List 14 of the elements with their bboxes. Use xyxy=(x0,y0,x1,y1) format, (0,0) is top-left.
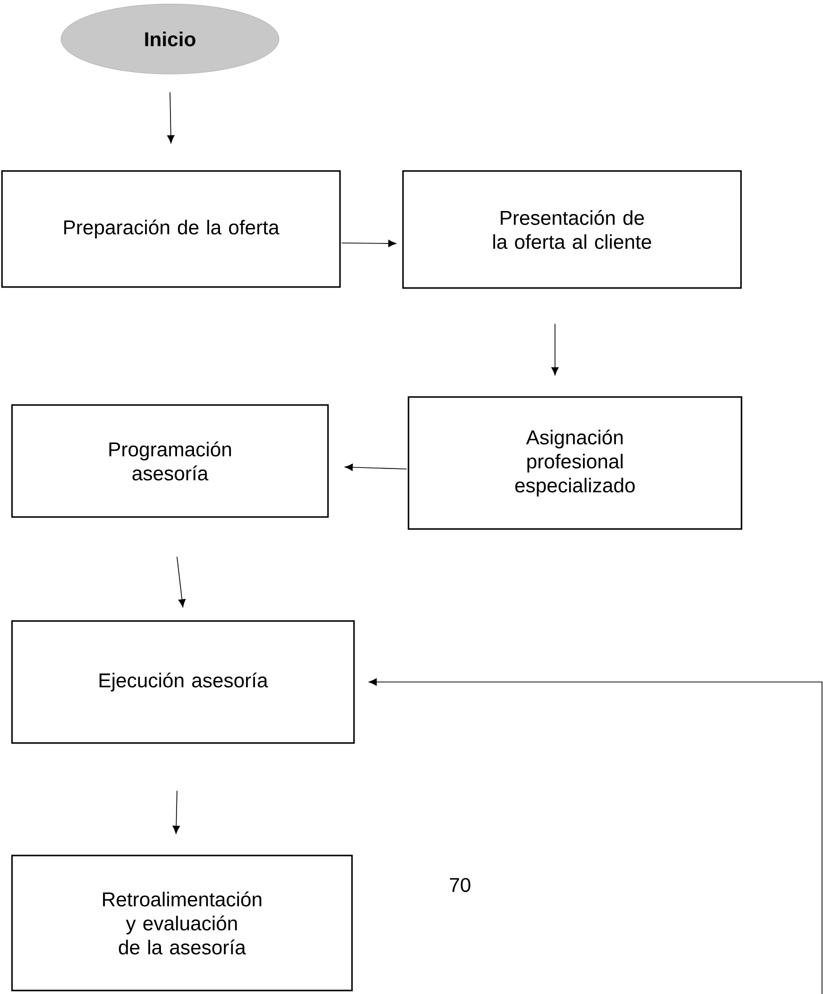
arrow xyxy=(341,240,396,248)
arrow xyxy=(167,92,174,144)
arrow xyxy=(172,790,180,834)
process-box: Asignación profesional especializado xyxy=(408,396,742,530)
arrow xyxy=(344,464,408,471)
process-box: Preparación de la oferta xyxy=(1,170,341,288)
process-box: Programación asesoría xyxy=(11,404,329,518)
process-box: Retroalimentación y evaluación de la asesoría xyxy=(11,854,353,992)
arrow xyxy=(176,556,186,608)
page-number: 70 xyxy=(450,878,470,892)
arrow xyxy=(551,323,559,376)
arrow xyxy=(368,678,822,994)
process-box: Ejecución asesoría xyxy=(11,620,355,744)
process-box: Presentación de la oferta al cliente xyxy=(402,170,742,289)
